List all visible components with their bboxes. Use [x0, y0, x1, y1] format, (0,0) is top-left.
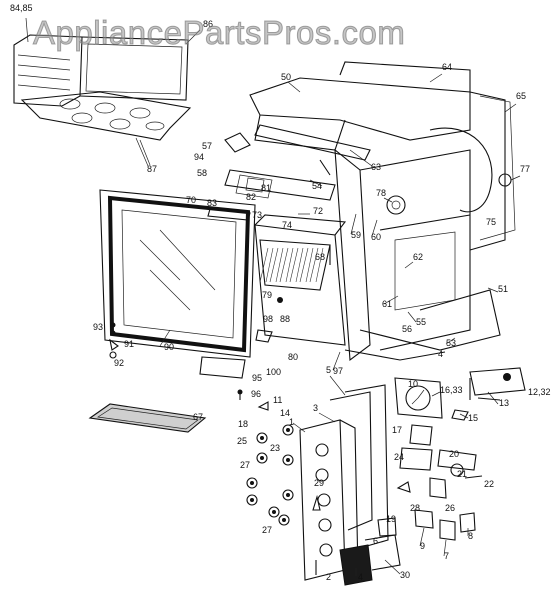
clock-and-switches [377, 367, 526, 541]
part-label-9: 9 [420, 541, 425, 551]
part-label-61: 61 [382, 299, 392, 309]
part-label-98: 98 [263, 314, 273, 324]
control-knobs [246, 401, 321, 575]
part-label-97: 97 [333, 366, 343, 376]
part-label-56: 56 [402, 324, 412, 334]
part-label-7: 7 [444, 551, 449, 561]
part-label-81: 81 [261, 183, 271, 193]
part-label-72: 72 [313, 206, 323, 216]
part-label-3: 3 [313, 403, 318, 413]
part-label-6: 6 [373, 536, 378, 546]
part-label-15: 15 [468, 413, 478, 423]
part-label-14: 14 [280, 408, 290, 418]
part-label-22: 22 [484, 479, 494, 489]
part-label-50: 50 [281, 72, 291, 82]
part-label-51: 51 [498, 284, 508, 294]
oven-cabinet [224, 61, 516, 362]
door-hardware [109, 297, 283, 400]
part-label-26: 26 [445, 503, 455, 513]
part-label-95: 95 [252, 373, 262, 383]
part-label-16-33: 16,33 [440, 385, 463, 395]
part-label-75: 75 [486, 217, 496, 227]
part-label-88: 88 [280, 314, 290, 324]
part-label-65: 65 [516, 91, 526, 101]
part-label-59: 59 [351, 230, 361, 240]
part-label-60: 60 [371, 232, 381, 242]
part-label-70: 70 [186, 195, 196, 205]
part-label-73: 73 [252, 210, 262, 220]
part-label-17: 17 [392, 425, 402, 435]
part-label-63: 63 [371, 162, 381, 172]
part-label-4a: 4 [438, 349, 443, 359]
part-label-62: 62 [413, 252, 423, 262]
part-label-90: 90 [164, 342, 174, 352]
part-label-68: 68 [315, 252, 325, 262]
part-label-13: 13 [499, 398, 509, 408]
oven-cavity [254, 214, 347, 346]
part-label-5: 5 [326, 365, 331, 375]
control-panel [299, 384, 401, 586]
filter-panel [88, 403, 207, 433]
part-label-87: 87 [147, 164, 157, 174]
part-label-93: 93 [93, 322, 103, 332]
part-label-74: 74 [282, 220, 292, 230]
part-label-25: 25 [237, 436, 247, 446]
part-label-64: 64 [442, 62, 452, 72]
part-label-27b: 27 [262, 525, 272, 535]
part-label-30: 30 [400, 570, 410, 580]
part-label-83: 83 [207, 198, 217, 208]
part-label-10: 10 [408, 379, 418, 389]
part-label-92: 92 [114, 358, 124, 368]
part-label-24: 24 [394, 452, 404, 462]
part-label-58: 58 [197, 168, 207, 178]
part-label-54: 54 [312, 181, 322, 191]
part-label-21: 21 [457, 469, 467, 479]
part-label-67: 67 [193, 412, 203, 422]
part-label-77: 77 [520, 164, 530, 174]
part-label-55: 55 [416, 317, 426, 327]
part-label-80: 80 [288, 352, 298, 362]
part-label-23: 23 [270, 443, 280, 453]
part-label-19: 19 [386, 514, 396, 524]
part-label-86: 86 [203, 19, 213, 29]
part-label-27a: 27 [240, 460, 250, 470]
part-label-91: 91 [124, 339, 134, 349]
part-label-20: 20 [449, 449, 459, 459]
broiler-rack-assembly [13, 34, 192, 166]
part-label-18: 18 [238, 419, 248, 429]
part-label-79: 79 [262, 290, 272, 300]
part-label-82: 82 [246, 192, 256, 202]
part-label-28: 28 [410, 503, 420, 513]
part-label-1: 1 [289, 417, 294, 427]
leader-lines [25, 17, 521, 576]
oven-door [99, 189, 256, 379]
part-label-84-85: 84,85 [10, 3, 33, 13]
part-label-78: 78 [376, 188, 386, 198]
part-label-12-32: 12,32 [528, 387, 551, 397]
part-label-2: 2 [326, 572, 331, 582]
part-label-29: 29 [314, 478, 324, 488]
part-label-11: 11 [273, 395, 282, 405]
part-label-94: 94 [194, 152, 204, 162]
part-label-57: 57 [202, 141, 212, 151]
part-label-53: 53 [446, 338, 456, 348]
part-label-96: 96 [251, 389, 261, 399]
part-label-8: 8 [468, 531, 473, 541]
part-label-100: 100 [266, 367, 281, 377]
part-label-4b: 4 [358, 572, 363, 582]
